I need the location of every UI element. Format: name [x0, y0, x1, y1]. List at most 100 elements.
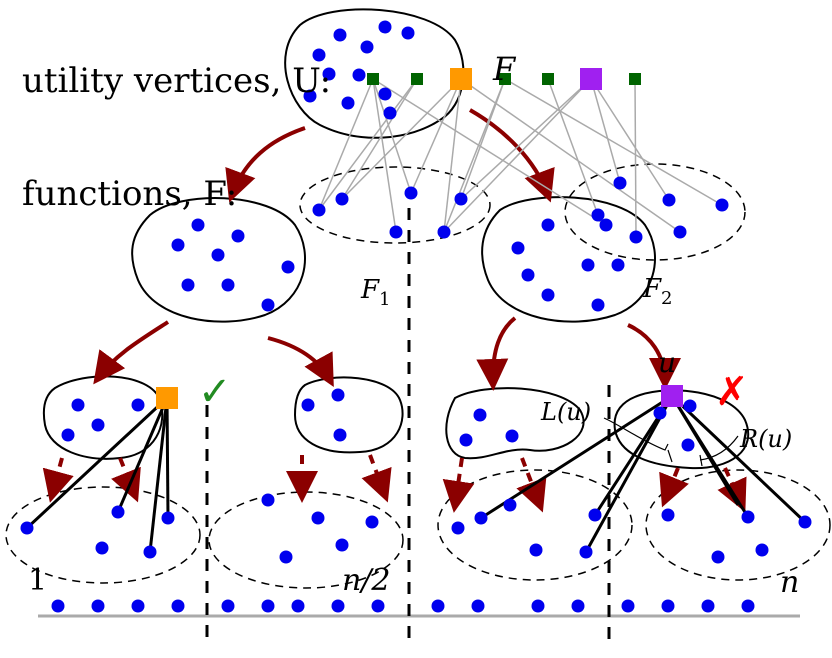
- blob-rr: [613, 389, 750, 470]
- vertex-dot: [171, 238, 185, 252]
- vertex-dot: [613, 176, 627, 190]
- vertex-dot: [335, 538, 349, 552]
- vertex-dot: [755, 543, 769, 557]
- utility-square: [367, 73, 379, 85]
- utility-square-purple-lower: [661, 385, 683, 407]
- label-F2: F2: [642, 274, 673, 309]
- dashed-arrows: [42, 454, 747, 513]
- vertex-dot: [579, 545, 593, 559]
- vertex-dot: [61, 428, 75, 442]
- vertex-dot: [383, 106, 397, 120]
- vertex-dot: [281, 260, 295, 274]
- vertex-dot: [71, 398, 85, 412]
- utility-edge: [504, 78, 723, 206]
- set-F1: [299, 166, 491, 244]
- label-functions: functions, F:: [22, 174, 237, 214]
- vertex-dot: [715, 198, 729, 212]
- vertex-dot: [451, 521, 465, 535]
- vertex-dot: [661, 599, 675, 613]
- label-leaf-mid: n/2: [342, 563, 391, 598]
- utility-edge: [634, 78, 637, 238]
- vertex-dot: [505, 429, 519, 443]
- utility-edge: [460, 78, 681, 233]
- vertex-edge: [480, 394, 673, 520]
- vertex-dot: [171, 599, 185, 613]
- vertex-edge: [584, 395, 674, 553]
- vertex-dot: [531, 599, 545, 613]
- vertex-dot: [303, 89, 317, 103]
- vertex-dot: [521, 268, 535, 282]
- dashed-arrow: [717, 467, 747, 513]
- vertex-dot: [311, 511, 325, 525]
- utility-edge: [372, 78, 607, 226]
- label-leaf-1: 1: [28, 563, 47, 598]
- dashed-arrow: [111, 457, 141, 503]
- vertex-dot: [401, 26, 415, 40]
- blob-root: [284, 8, 465, 139]
- vertex-edge: [116, 397, 169, 513]
- label-F1: F1: [360, 275, 391, 310]
- vertex-dot: [662, 193, 676, 207]
- vertex-dot: [541, 218, 555, 232]
- vertex-dot: [131, 398, 145, 412]
- vertex-dot: [143, 545, 157, 559]
- vertex-dot: [711, 550, 725, 564]
- vertex-dot: [529, 543, 543, 557]
- utility-edge: [443, 78, 592, 233]
- utility-edge: [443, 78, 506, 233]
- vertex-dot: [741, 599, 755, 613]
- vertex-dot: [474, 511, 488, 525]
- blob-right-1: [481, 196, 656, 323]
- tree-arrow: [476, 316, 517, 391]
- blob-ll: [42, 375, 164, 460]
- vertex-dot: [611, 258, 625, 272]
- utility-edge: [372, 78, 412, 194]
- vertex-dot: [261, 493, 275, 507]
- vertex-edge: [25, 396, 169, 530]
- vertex-dot: [335, 192, 349, 206]
- vertex-dot: [211, 248, 225, 262]
- dashed-arrow: [361, 454, 392, 503]
- utility-edge: [318, 78, 374, 211]
- vertex-dot: [91, 418, 105, 432]
- vertex-dot: [591, 208, 605, 222]
- vertex-dot: [471, 599, 485, 613]
- vertex-dot: [20, 521, 34, 535]
- utility-square-orange-lower: [156, 387, 178, 409]
- vertex-dot: [653, 406, 667, 420]
- tree-arrow: [225, 126, 306, 203]
- vertex-edge: [165, 397, 170, 519]
- tree-arrow: [469, 108, 555, 203]
- vertex-dot: [661, 508, 675, 522]
- dashed-arrow: [42, 457, 74, 503]
- utility-edge: [590, 78, 670, 201]
- vertex-dot: [378, 87, 392, 101]
- bracket-R: [699, 435, 739, 467]
- blob-rl: [445, 387, 585, 460]
- set-F2: [564, 163, 746, 261]
- utility-square: [450, 68, 472, 90]
- vertex-dot: [51, 599, 65, 613]
- utility-edge: [341, 78, 462, 200]
- vertex-dot: [581, 258, 595, 272]
- vertex-dot: [437, 225, 451, 239]
- utility-edge: [460, 78, 592, 200]
- utility-square: [411, 73, 423, 85]
- vertex-dot: [360, 40, 374, 54]
- tree-arrow: [627, 323, 681, 390]
- vertex-edge: [670, 395, 740, 506]
- vertex-dot: [331, 388, 345, 402]
- vertex-dot: [221, 278, 235, 292]
- vertex-dot: [91, 599, 105, 613]
- vertex-dot: [473, 408, 487, 422]
- set-leaf-1: [5, 486, 201, 584]
- check-icon: ✓: [198, 369, 232, 415]
- vertex-dot: [333, 28, 347, 42]
- tree-arrow: [93, 320, 170, 385]
- vertex-dot: [191, 218, 205, 232]
- vertex-dot: [673, 225, 687, 239]
- vertex-dot: [541, 288, 555, 302]
- vertex-dot: [591, 298, 605, 312]
- dashed-arrow: [516, 457, 547, 513]
- vertex-dot: [681, 438, 695, 452]
